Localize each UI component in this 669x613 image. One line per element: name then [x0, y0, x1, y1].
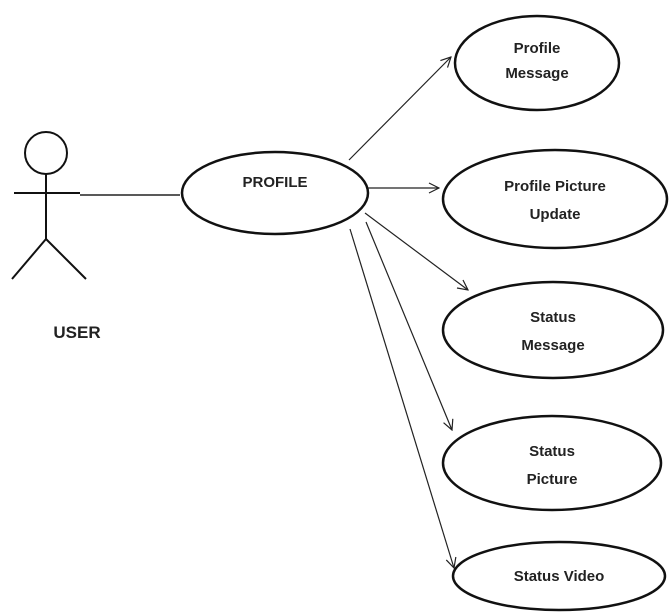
arrow-profile-message — [348, 57, 451, 161]
arrow-status-picture — [365, 221, 452, 430]
profile-use-case — [180, 150, 370, 236]
status-picture-line2: Picture — [527, 471, 578, 488]
arrow-status-message — [364, 212, 468, 290]
status-message-line1: Status — [530, 309, 576, 326]
profile-message-line1: Profile — [514, 40, 561, 57]
status-video-use-case — [451, 540, 667, 612]
profile-message-use-case — [453, 14, 621, 112]
user-actor — [11, 131, 87, 280]
profile-picture-update-line1: Profile Picture — [504, 178, 606, 195]
actor-left-leg — [11, 238, 47, 280]
status-message-line2: Message — [521, 337, 584, 354]
actor-head — [24, 131, 68, 175]
profile-message-line2: Message — [505, 65, 568, 82]
profile-label: PROFILE — [242, 174, 307, 191]
actor-label: USER — [53, 323, 100, 342]
arrow-status-video — [349, 228, 454, 568]
status-video-label: Status Video — [514, 568, 605, 585]
status-picture-use-case — [441, 414, 663, 512]
profile-picture-update-line2: Update — [530, 206, 581, 223]
status-message-use-case — [441, 280, 665, 380]
profile-picture-update-use-case — [441, 148, 669, 250]
status-picture-line1: Status — [529, 443, 575, 460]
actor-right-leg — [45, 238, 87, 280]
